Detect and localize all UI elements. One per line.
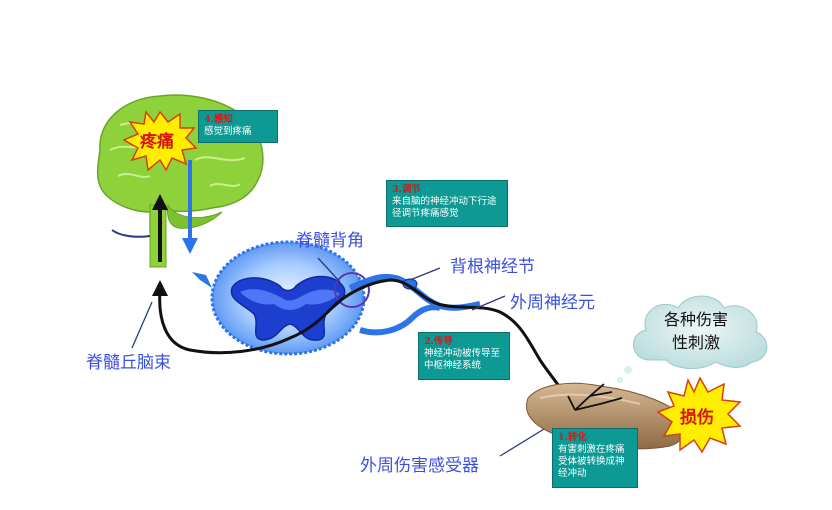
label-peripheral-neuron: 外周神经元 bbox=[510, 293, 595, 313]
nerve-fiber bbox=[158, 278, 577, 411]
step-transmission-body: 神经冲动被传导至中枢神经系统 bbox=[424, 348, 501, 371]
step-transduction-title: 1.转化 bbox=[558, 432, 587, 443]
stimulus-cloud-text: 各种伤害 性刺激 bbox=[646, 308, 746, 354]
ventral-root bbox=[359, 304, 441, 336]
step-transmission-box: 2.传导 神经冲动被传导至中枢神经系统 bbox=[418, 332, 510, 380]
step-modulation-title: 3.调节 bbox=[392, 184, 421, 195]
step-transmission-title: 2.传导 bbox=[424, 336, 453, 347]
step-modulation-box: 3.调节 来自脑的神经冲动下行途径调节疼痛感觉 bbox=[386, 180, 508, 227]
stimulus-line2: 性刺激 bbox=[671, 333, 720, 352]
step-transduction-body: 有害刺激在疼痛受体被转换成神经冲动 bbox=[558, 444, 625, 479]
step-perception-body: 感觉到疼痛 bbox=[204, 126, 252, 137]
label-nociceptor: 外周伤害感受器 bbox=[360, 456, 479, 476]
step-perception-box: 4.感知 感觉到疼痛 bbox=[198, 110, 278, 143]
injury-burst bbox=[656, 376, 742, 454]
pain-burst bbox=[122, 110, 198, 172]
step-modulation-body: 来自脑的神经冲动下行途径调节疼痛感觉 bbox=[392, 196, 497, 219]
step-transduction-box: 1.转化 有害刺激在疼痛受体被转换成神经冲动 bbox=[552, 428, 638, 488]
label-spinothalamic-tract: 脊髓丘脑束 bbox=[86, 353, 171, 373]
pain-label: 疼痛 bbox=[140, 132, 174, 152]
label-dorsal-horn: 脊髓背角 bbox=[296, 231, 364, 251]
stimulus-cloud bbox=[633, 295, 768, 369]
stimulus-line1: 各种伤害 bbox=[663, 310, 728, 329]
injury-label: 损伤 bbox=[680, 408, 714, 428]
step-perception-title: 4.感知 bbox=[204, 114, 233, 125]
label-dorsal-root-ganglion: 背根神经节 bbox=[450, 257, 535, 277]
